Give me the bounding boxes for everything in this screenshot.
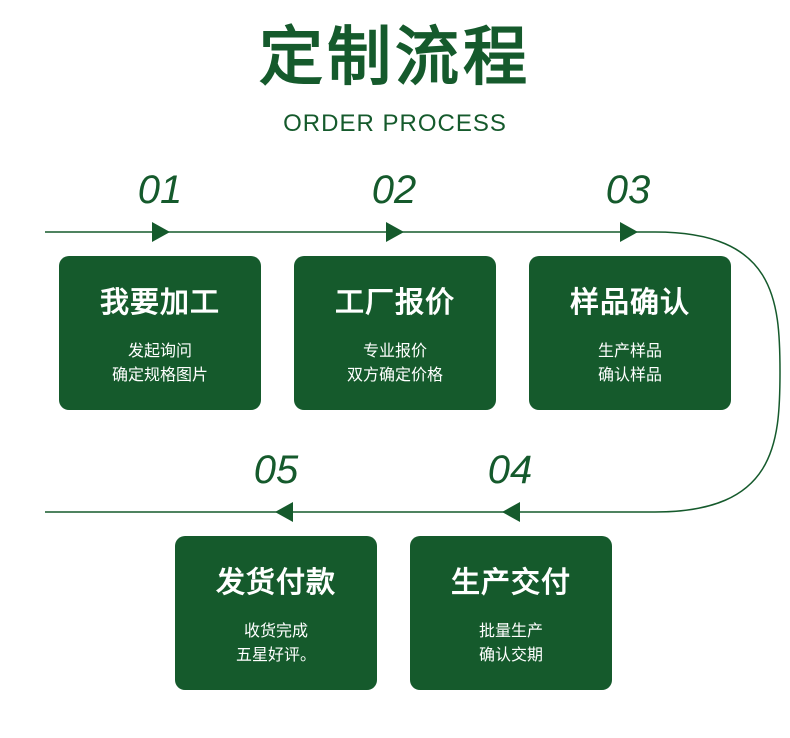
step-card-03: 样品确认 生产样品 确认样品 <box>529 256 731 410</box>
step-title: 我要加工 <box>99 285 220 319</box>
step-desc-line2: 五星好评。 <box>235 645 316 664</box>
step-desc-line2: 确定规格图片 <box>111 365 208 384</box>
step-number-04: 04 <box>487 448 533 492</box>
step-desc-line1: 专业报价 <box>362 341 427 360</box>
step-number-01: 01 <box>137 168 183 212</box>
arrow-left-icon <box>275 502 293 522</box>
flow-connector <box>45 231 781 513</box>
step-number-03: 03 <box>605 168 651 212</box>
page-title: 定制流程 <box>259 21 531 95</box>
step-desc-line2: 确认样品 <box>597 365 662 384</box>
step-title: 工厂报价 <box>334 285 455 319</box>
step-card-02: 工厂报价 专业报价 双方确定价格 <box>294 256 496 410</box>
step-desc-line2: 确认交期 <box>478 645 543 664</box>
step-number-05: 05 <box>253 448 299 492</box>
step-card-01: 我要加工 发起询问 确定规格图片 <box>59 256 261 410</box>
step-desc-line1: 生产样品 <box>597 341 662 360</box>
step-card-04: 生产交付 批量生产 确认交期 <box>410 536 612 690</box>
step-number-02: 02 <box>371 168 417 212</box>
step-desc-line1: 批量生产 <box>478 621 543 640</box>
step-title: 发货付款 <box>215 565 336 599</box>
arrow-right-icon <box>152 222 170 242</box>
arrow-right-icon <box>386 222 404 242</box>
step-title: 生产交付 <box>450 565 571 599</box>
step-desc-line1: 收货完成 <box>243 621 308 640</box>
step-desc-line1: 发起询问 <box>127 341 192 360</box>
step-card-05: 发货付款 收货完成 五星好评。 <box>175 536 377 690</box>
arrow-right-icon <box>620 222 638 242</box>
step-desc-line2: 双方确定价格 <box>346 365 443 384</box>
arrow-left-icon <box>502 502 520 522</box>
step-title: 样品确认 <box>569 285 690 319</box>
page-subtitle: ORDER PROCESS <box>283 110 507 137</box>
